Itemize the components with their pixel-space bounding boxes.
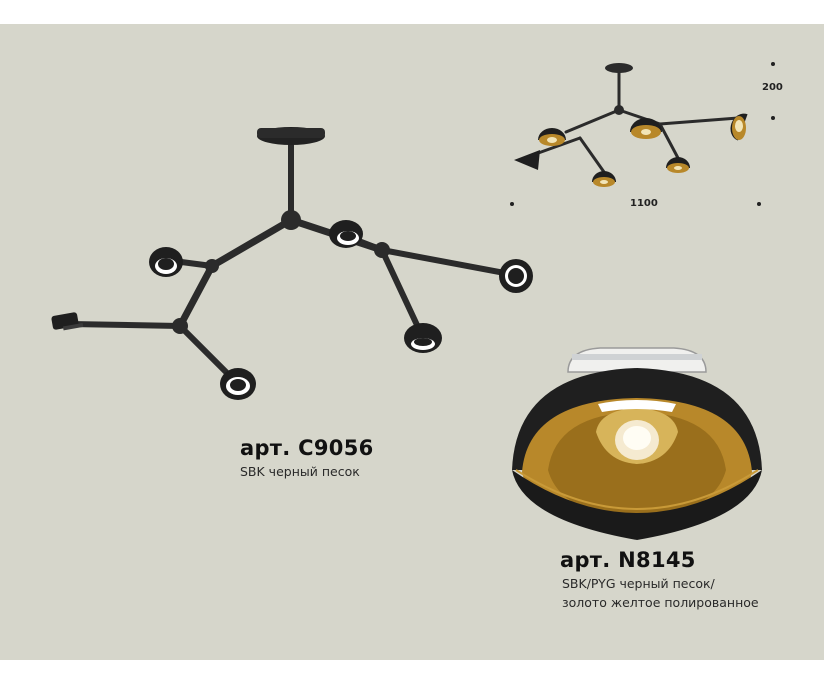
dimension-dot bbox=[771, 116, 775, 120]
main-product-title: арт. C9056 bbox=[240, 436, 374, 460]
dimension-dot bbox=[510, 202, 514, 206]
shade-product-subtitle-line2: золото желтое полированное bbox=[562, 595, 759, 610]
shade-product-title: арт. N8145 bbox=[560, 548, 696, 572]
dimension-dot bbox=[771, 62, 775, 66]
chandelier-image bbox=[51, 127, 533, 400]
assembled-fixture-image bbox=[514, 63, 748, 187]
product-card: арт. C9056 SBK черный песок bbox=[0, 24, 824, 660]
shade-image bbox=[512, 347, 762, 540]
dimension-height: 200 bbox=[762, 82, 783, 93]
dimension-dot bbox=[757, 202, 761, 206]
main-product-subtitle: SBK черный песок bbox=[240, 464, 360, 479]
dimension-width: 1100 bbox=[630, 198, 658, 209]
shade-product-subtitle-line1: SBK/PYG черный песок/ bbox=[562, 576, 715, 591]
